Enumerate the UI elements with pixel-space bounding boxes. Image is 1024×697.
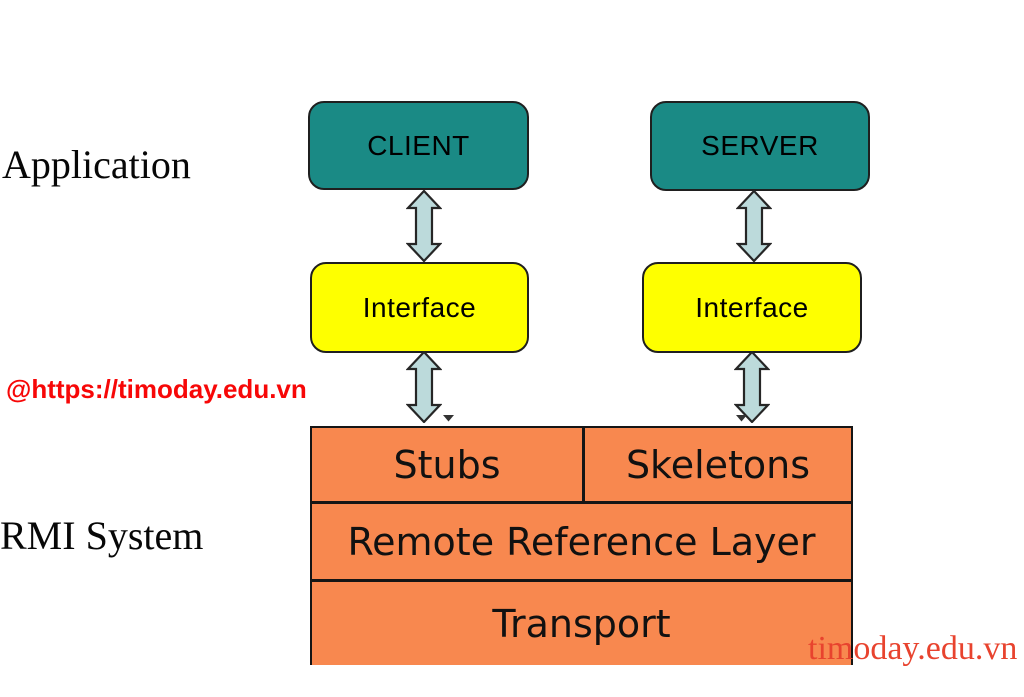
watermark-site-text: timoday.edu.vn xyxy=(808,630,1018,667)
client-interface-double-arrow-icon xyxy=(406,190,442,262)
rmi-system-layer-label: RMI System xyxy=(0,513,204,558)
server-interface-label: Interface xyxy=(695,291,809,323)
connector-arrowhead-icon xyxy=(443,415,454,422)
client-interface-box: Interface xyxy=(310,262,529,353)
client-interface-label: Interface xyxy=(362,291,477,323)
transport-cell: Transport xyxy=(312,582,851,665)
skeletons-label: Skeletons xyxy=(625,442,811,487)
transport-label: Transport xyxy=(492,601,671,646)
remote-reference-layer-cell: Remote Reference Layer xyxy=(312,504,851,582)
skeletons-cell: Skeletons xyxy=(585,428,851,501)
client-box-label: CLIENT xyxy=(367,129,470,161)
interface-stubs-double-arrow-icon xyxy=(406,351,442,423)
stubs-label: Stubs xyxy=(393,442,501,487)
application-layer-label: Application xyxy=(2,142,191,187)
watermark-url-text: @https://timoday.edu.vn xyxy=(6,374,307,404)
rmi-layers-table: Stubs Skeletons Remote Reference Layer T… xyxy=(310,426,853,665)
server-box: SERVER xyxy=(650,101,870,191)
server-interface-double-arrow-icon xyxy=(736,190,772,262)
remote-reference-layer-label: Remote Reference Layer xyxy=(347,519,816,564)
stubs-cell: Stubs xyxy=(312,428,585,501)
connector-arrowhead-icon xyxy=(736,415,747,422)
client-box: CLIENT xyxy=(308,101,529,190)
interface-skeletons-double-arrow-icon xyxy=(734,351,770,423)
table-row-stubs-skeletons: Stubs Skeletons xyxy=(312,428,851,504)
server-box-label: SERVER xyxy=(701,130,819,161)
server-interface-box: Interface xyxy=(642,262,862,353)
